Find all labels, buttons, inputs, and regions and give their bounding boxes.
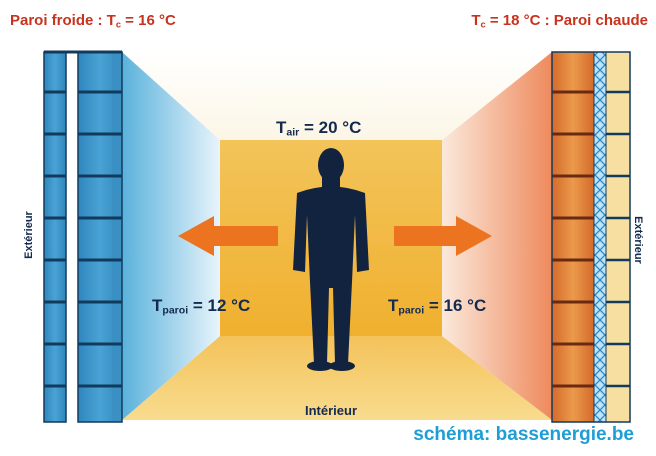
exterior-label-left: Extérieur [23, 211, 35, 259]
warm-wall-temperature-label: Tparoi = 16 °C [388, 296, 487, 317]
source-credit: schéma: bassenergie.be [413, 424, 634, 445]
floor [122, 336, 552, 420]
exterior-label-right: Extérieur [632, 216, 644, 264]
warm-wall-surface [442, 52, 552, 420]
cold-wall-surface [122, 52, 220, 420]
cold-wall-section [43, 50, 123, 423]
cold-wall-temperature-label: Tparoi = 12 °C [152, 296, 251, 317]
warm-wall-title: Tc = 18 °C : Paroi chaude [471, 12, 648, 30]
warm-wall-section [551, 51, 631, 423]
person-silhouette [293, 148, 369, 371]
heat-arrow-right [394, 216, 492, 256]
interior-label: Intérieur [305, 403, 358, 418]
ceiling [122, 52, 552, 140]
heat-arrow-left [178, 216, 278, 256]
air-temperature-label: Tair = 20 °C [276, 118, 362, 139]
cold-wall-title: Paroi froide : Tc = 16 °C [10, 12, 176, 30]
